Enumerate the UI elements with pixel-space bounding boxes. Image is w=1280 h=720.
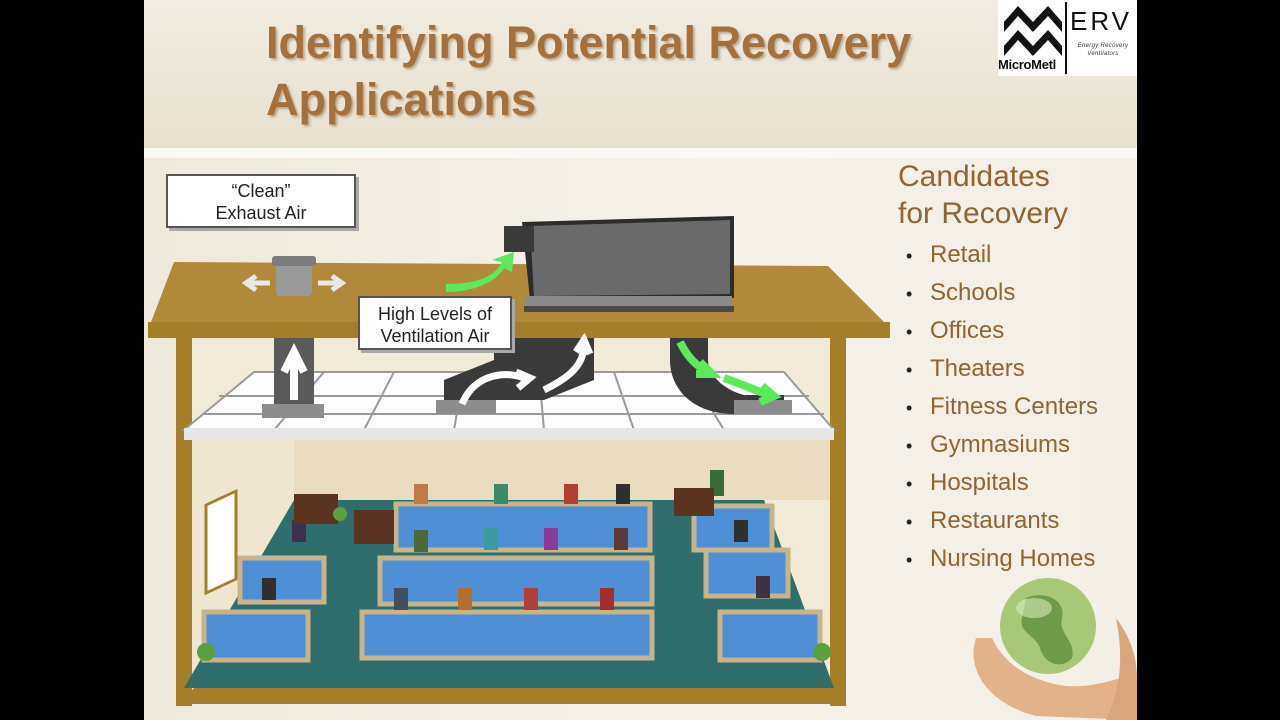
ventilation-callout-line2: Ventilation Air (380, 326, 490, 346)
intake-airflow-arrow (446, 252, 514, 292)
logo-divider (1065, 2, 1067, 74)
list-item-label: Restaurants (930, 507, 1060, 534)
list-item: • Fitness Centers (898, 388, 1098, 426)
bullet-icon: • (906, 360, 913, 380)
exhaust-callout-line1: “Clean” (231, 181, 291, 201)
plants (197, 507, 831, 661)
left-wall (176, 336, 192, 706)
ventilation-air-callout: High Levels of Ventilation Air (358, 296, 512, 350)
list-item: • Retail (898, 236, 1098, 274)
slide: Identifying Potential Recovery Applicati… (144, 0, 1137, 720)
roof (148, 262, 890, 330)
candidates-heading-line2: for Recovery (898, 197, 1069, 230)
candidates-list: • Retail • Schools • Offices • Theaters • Fit… (898, 236, 1098, 578)
bullet-icon: • (906, 246, 913, 266)
candidates-panel: Candidates for Recovery • Retail • Schools… (898, 158, 1137, 720)
list-item-label: Retail (930, 241, 992, 268)
building-illustration (148, 216, 890, 706)
ceiling-slab (184, 428, 834, 440)
list-item: • Gymnasiums (898, 426, 1098, 464)
list-item-label: Hospitals (930, 469, 1029, 496)
list-item: • Schools (898, 274, 1098, 312)
whiteboard (204, 488, 238, 596)
globe-in-hands-icon (973, 578, 1137, 720)
erv-unit-icon (504, 216, 734, 312)
list-item-label: Offices (930, 317, 1005, 344)
title-band (144, 0, 1137, 148)
cubicles-left (201, 520, 327, 663)
logo-product-subtitle: Energy Recovery Ventilators (1077, 43, 1129, 57)
list-item-label: Fitness Centers (930, 393, 1099, 420)
list-item: • Restaurants (898, 502, 1098, 540)
bullet-icon: • (906, 474, 913, 494)
bullet-icon: • (906, 284, 913, 304)
exhaust-duct (262, 338, 324, 418)
exhaust-callout-line2: Exhaust Air (215, 203, 307, 223)
cubicle-row-back (393, 484, 653, 553)
list-item-label: Schools (930, 279, 1016, 306)
list-item-label: Gymnasiums (930, 431, 1071, 458)
desks-back-left (294, 488, 714, 544)
roof-edge (148, 322, 890, 338)
slide-title: Identifying Potential Recovery Applicati… (266, 17, 912, 125)
cubicle-row-front (359, 588, 655, 661)
bullet-icon: • (906, 436, 913, 456)
list-item: • Nursing Homes (898, 540, 1098, 578)
exhaust-air-callout: “Clean” Exhaust Air (166, 174, 356, 228)
list-item-label: Nursing Homes (930, 545, 1096, 572)
list-item: • Hospitals (898, 464, 1098, 502)
candidates-heading: Candidates for Recovery (898, 158, 1068, 232)
title-divider (144, 148, 1137, 158)
bullet-icon: • (906, 512, 913, 532)
right-wall (830, 336, 846, 706)
roof-exhaust-fan (241, 256, 347, 296)
return-duct (670, 338, 792, 414)
logo-brand: MicroMetl (998, 57, 1056, 72)
ventilation-callout-line1: High Levels of (377, 304, 493, 324)
logo-product: ERV (1070, 6, 1132, 36)
list-item: • Theaters (898, 350, 1098, 388)
list-item: • Offices (898, 312, 1098, 350)
base-slab (176, 688, 846, 704)
micrometl-logo-mark-icon (1004, 6, 1062, 56)
candidates-heading-line1: Candidates (898, 160, 1050, 193)
bullet-icon: • (906, 398, 913, 418)
cubicles-right (691, 470, 823, 663)
cubicle-row-middle (377, 528, 655, 607)
bullet-icon: • (906, 550, 913, 570)
micrometl-erv-logo: MicroMetl ERV Energy Recovery Ventilator… (998, 0, 1137, 76)
supply-duct (436, 332, 594, 414)
list-item-label: Theaters (930, 355, 1025, 382)
bullet-icon: • (906, 322, 913, 342)
